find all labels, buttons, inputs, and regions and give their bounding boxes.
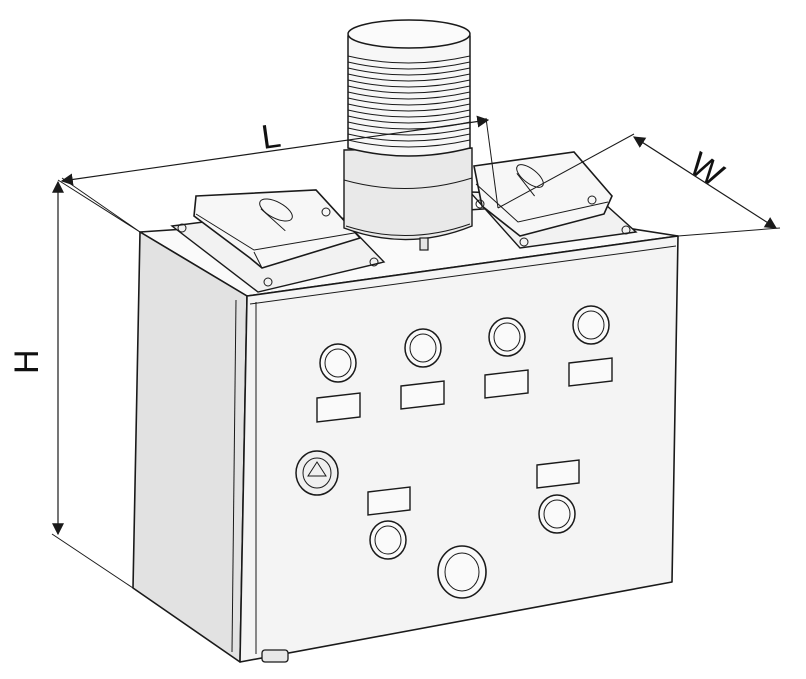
dimension-lines xyxy=(51,115,781,589)
push-button-left xyxy=(369,520,407,560)
front-panel xyxy=(295,305,613,599)
screw-icon xyxy=(263,277,273,287)
push-button-right xyxy=(538,494,576,534)
screw-icon xyxy=(177,223,187,233)
junction-box-left xyxy=(170,189,386,293)
foot-left xyxy=(261,649,289,663)
indicator-light-3 xyxy=(488,317,526,357)
label-plate-4 xyxy=(568,357,613,387)
indicator-light-4 xyxy=(572,305,610,345)
stack-light-base xyxy=(343,147,473,241)
label-plate-6 xyxy=(536,459,580,489)
brand-logo-right xyxy=(516,164,544,197)
key-switch xyxy=(295,450,339,496)
label-plate-3 xyxy=(484,369,529,399)
label-plate-2 xyxy=(400,380,445,410)
screw-icon xyxy=(475,199,485,209)
junction-box-right-lid xyxy=(473,151,613,237)
indicator-light-2 xyxy=(404,328,442,368)
screw-icon xyxy=(587,195,597,205)
enclosure-side-face xyxy=(132,231,248,663)
screw-icon xyxy=(621,225,631,235)
door-hinge-line xyxy=(231,299,237,653)
junction-box-right xyxy=(468,151,638,249)
enclosure-box xyxy=(132,207,679,663)
length-dimension-line xyxy=(60,115,490,186)
screw-icon xyxy=(321,207,331,217)
label-plate-1 xyxy=(316,392,361,423)
stack-light xyxy=(343,19,473,251)
indicator-light-1 xyxy=(319,343,357,383)
screw-icon xyxy=(369,257,379,267)
label-plate-5 xyxy=(367,486,411,516)
front-top-edge-inner xyxy=(249,245,677,305)
length-label: L xyxy=(259,117,283,157)
push-button-center xyxy=(437,545,487,599)
width-label: W xyxy=(683,145,731,194)
width-dimension-line xyxy=(632,136,778,229)
height-label: H xyxy=(8,349,46,374)
screw-icon xyxy=(519,237,529,247)
enclosure-front-face xyxy=(239,235,679,663)
brand-logo-left xyxy=(259,198,293,232)
